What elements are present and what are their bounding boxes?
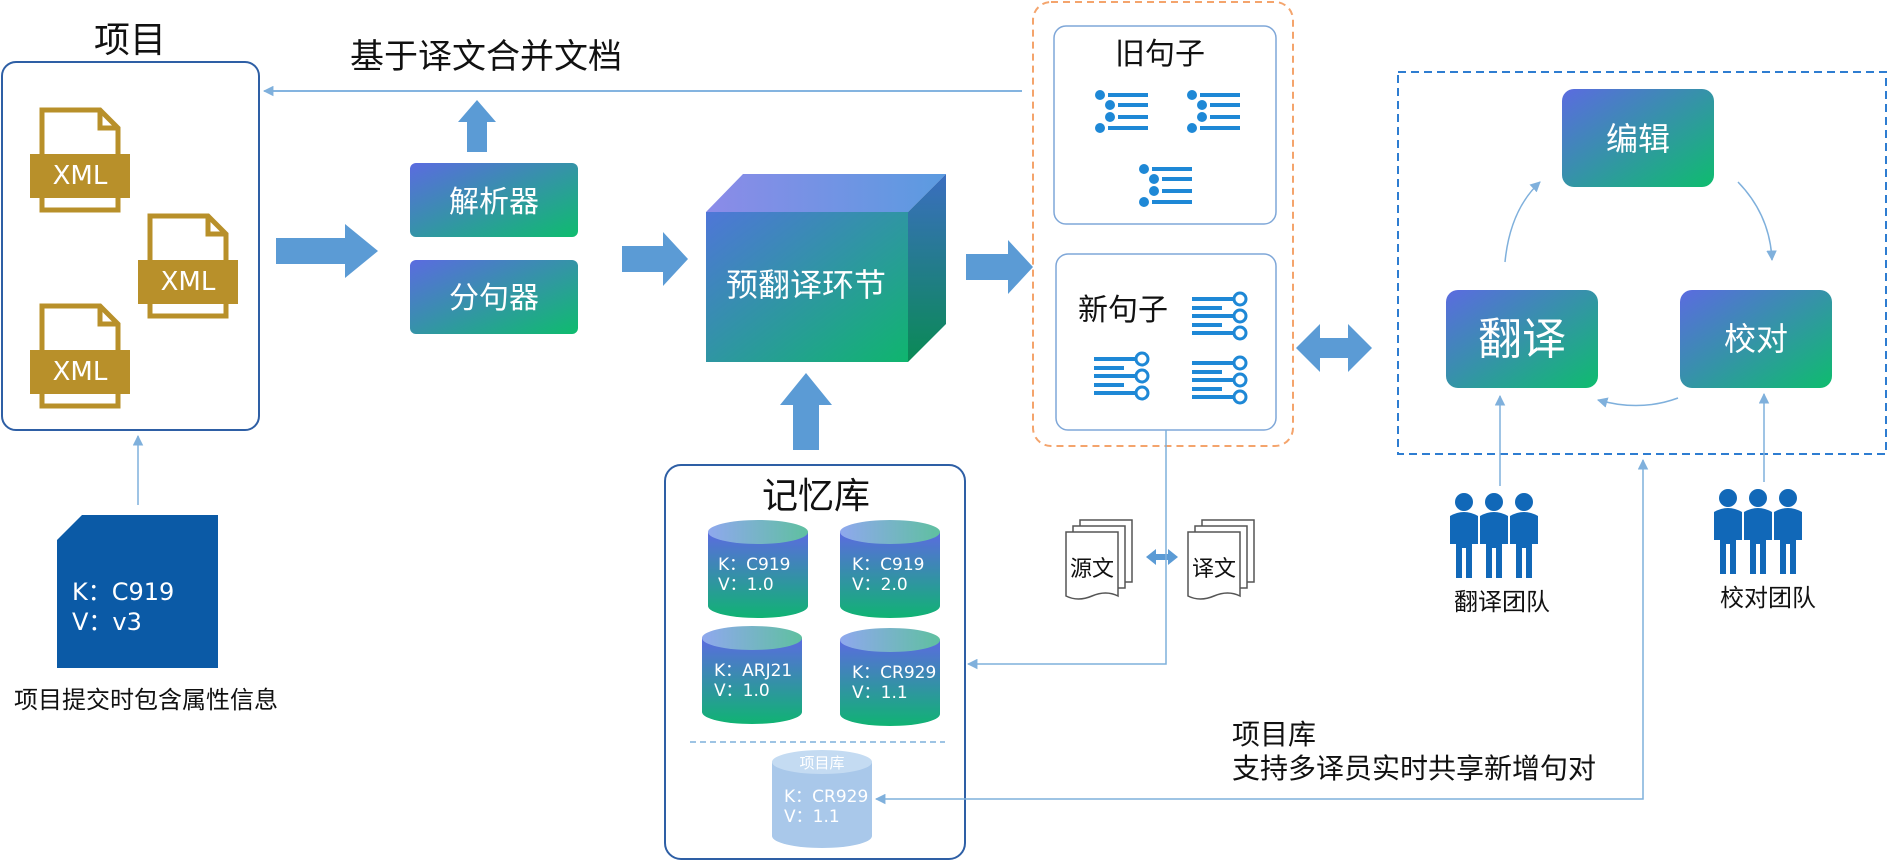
old-sentences-box [1053, 25, 1277, 225]
parser-label: 解析器 [449, 185, 539, 220]
xml-file-icon: XML [30, 306, 130, 406]
translate-box [1446, 290, 1598, 388]
project-db-key: K：CR929 [784, 787, 868, 807]
project-db-title: 项目库 [799, 754, 844, 772]
merge-label: 基于译文合并文档 [350, 37, 622, 77]
arrow-project-to-tools [276, 224, 378, 278]
doc-exchange-arrow [1146, 549, 1178, 565]
svg-text:XML: XML [53, 357, 108, 387]
bidirectional-arrow [1296, 324, 1372, 372]
sentence-group-frame [1032, 1, 1294, 447]
workflow-frame [1397, 71, 1887, 455]
svg-text:XML: XML [53, 161, 108, 191]
db-value: V：1.0 [714, 681, 770, 701]
db-value: V：1.0 [718, 575, 774, 595]
project-library-note-desc: 支持多译员实时共享新增句对 [1232, 752, 1596, 785]
project-library-note-title: 项目库 [1232, 718, 1316, 751]
svg-text:XML: XML [161, 267, 216, 297]
memory-db-cylinder [708, 520, 808, 618]
arrow-tools-to-cube [622, 232, 688, 286]
db-key: K：C919 [852, 555, 924, 575]
cycle-arrow-proofread-translate [1596, 397, 1679, 408]
arrow-up-parser [458, 100, 496, 152]
memory-title: 记忆库 [762, 476, 870, 517]
cycle-arrow-translate-edit [1504, 181, 1541, 263]
translate-team-label: 翻译团队 [1454, 588, 1550, 616]
translate-label: 翻译 [1478, 314, 1566, 365]
attr-key: K：C919 [72, 578, 174, 606]
db-key: K：C919 [718, 555, 790, 575]
memory-db-cylinder [702, 626, 802, 724]
project-title: 项目 [94, 20, 166, 61]
project-db-cylinder [772, 750, 872, 848]
translate-team-icon [1450, 493, 1538, 578]
target-doc-label: 译文 [1192, 557, 1236, 582]
proofread-team-label: 校对团队 [1720, 584, 1816, 612]
parser-box [410, 163, 578, 237]
proofread-box [1680, 290, 1832, 388]
db-value: V：1.1 [852, 683, 908, 703]
xml-file-icon: XML [30, 110, 130, 210]
proofread-team-icon [1714, 489, 1802, 574]
proofread-label: 校对 [1724, 320, 1788, 358]
pretranslate-cube [706, 174, 946, 362]
edit-box [1562, 89, 1714, 187]
arrow-cube-to-sentences [966, 240, 1033, 294]
db-key: K：ARJ21 [714, 661, 792, 681]
source-doc-label: 源文 [1070, 557, 1114, 582]
db-key: K：CR929 [852, 663, 936, 683]
edit-label: 编辑 [1606, 120, 1670, 158]
attr-caption: 项目提交时包含属性信息 [14, 686, 278, 714]
xml-file-icon: XML [138, 216, 238, 316]
cycle-arrow-edit-proofread [1737, 181, 1777, 262]
splitter-label: 分句器 [449, 281, 539, 316]
old-sentences-title: 旧句子 [1115, 37, 1205, 72]
splitter-box [410, 260, 578, 334]
attr-value: V：v3 [72, 608, 142, 636]
project-db-value: V：1.1 [784, 807, 840, 827]
new-sentences-title: 新句子 [1078, 293, 1168, 328]
arrow-memory-to-cube [780, 373, 832, 450]
workflow-to-project-db-line [874, 458, 1649, 805]
pretranslate-label: 预翻译环节 [726, 266, 886, 304]
attribute-card [57, 515, 218, 668]
db-value: V：2.0 [852, 575, 908, 595]
